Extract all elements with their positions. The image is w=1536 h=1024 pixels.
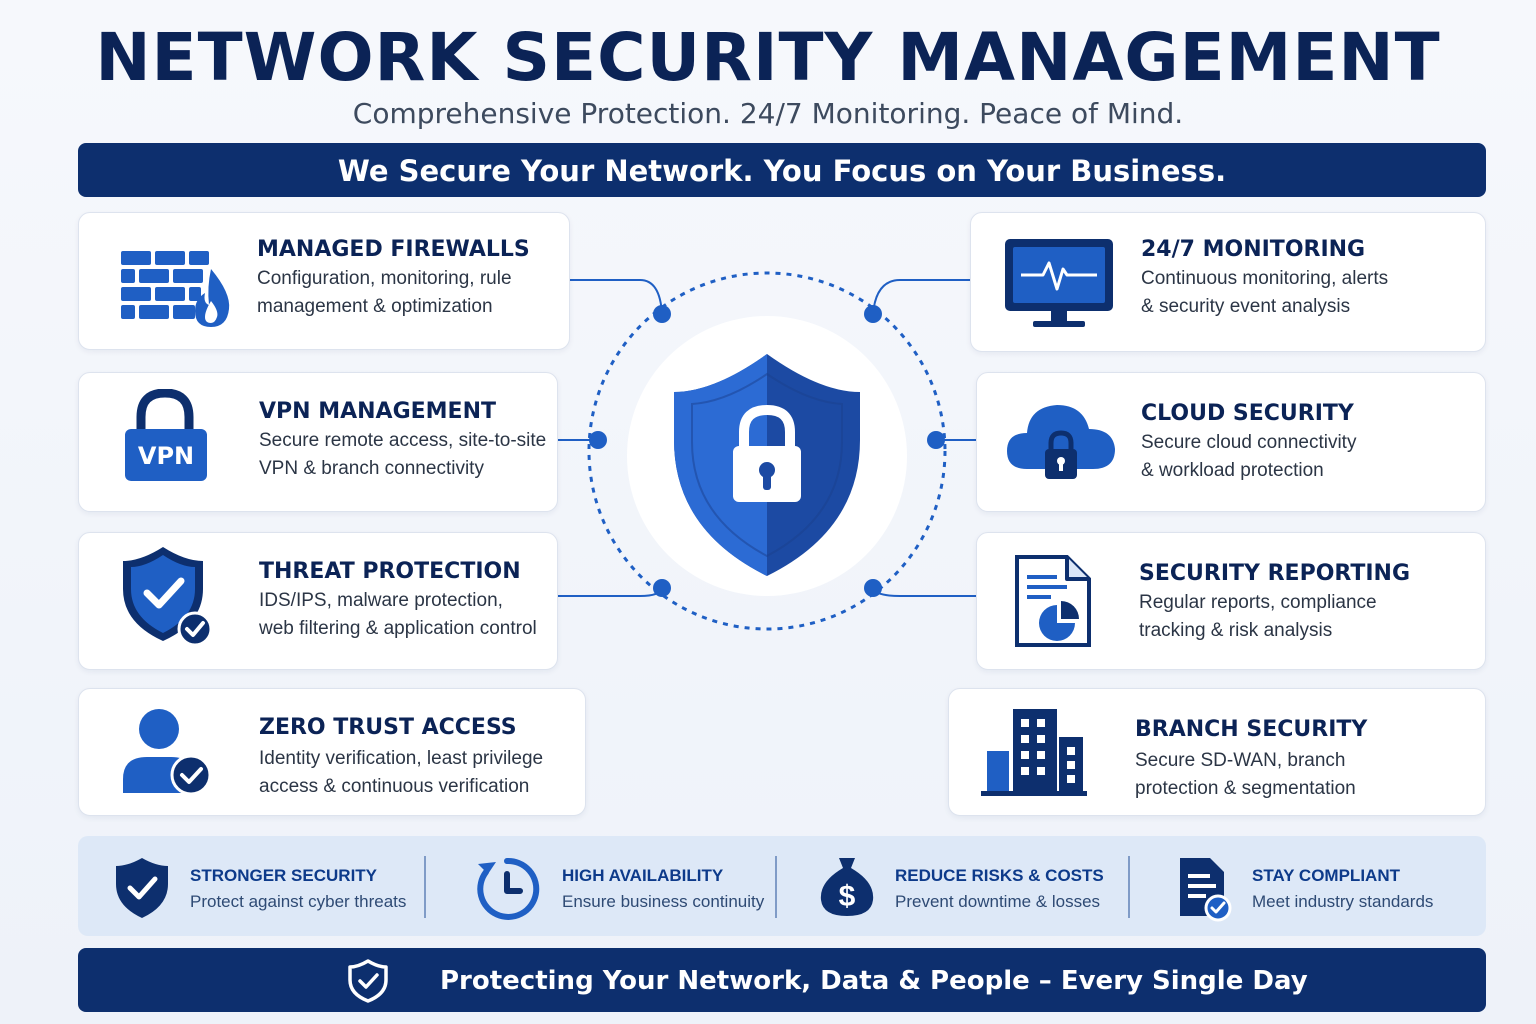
reporting-desc-1: Regular reports, compliance [1139,592,1377,613]
card-cloud-security: CLOUD SECURITY Secure cloud connectivity… [976,372,1486,512]
card-threat-protection: THREAT PROTECTION IDS/IPS, malware prote… [78,532,558,670]
monitoring-desc-1: Continuous monitoring, alerts [1141,268,1389,289]
threat-title: THREAT PROTECTION [259,559,521,584]
shield-check-icon [123,547,213,647]
benefit-title: HIGH AVAILABILITY [562,866,724,885]
monitor-heartbeat-icon [1005,239,1113,327]
zerotrust-title: ZERO TRUST ACCESS [259,715,517,740]
vpn-desc-1: Secure remote access, site-to-site [259,430,547,451]
cloud-lock-icon [1007,405,1115,479]
threat-desc-2: web filtering & application control [259,618,537,639]
card-vpn-management: VPN VPN MANAGEMENT Secure remote access,… [78,372,558,512]
benefit-title: STRONGER SECURITY [190,866,378,885]
benefit-divider [775,856,777,918]
card-zero-trust-access: ZERO TRUST ACCESS Identity verification,… [78,688,586,816]
benefit-desc: Protect against cyber threats [190,892,407,911]
firewalls-title: MANAGED FIREWALLS [257,237,530,262]
firewall-icon [121,251,230,327]
benefit-reduce-risks: $ REDUCE RISKS & COSTS Prevent downtime … [777,836,1127,936]
benefit-title: STAY COMPLIANT [1252,866,1400,885]
firewalls-desc-1: Configuration, monitoring, rule [257,268,512,289]
benefit-divider [424,856,426,918]
clock-refresh-icon [477,857,540,920]
shield-check-icon [116,858,168,918]
building-icon [981,709,1087,796]
benefit-stay-compliant: STAY COMPLIANT Meet industry standards [1130,836,1486,936]
vpn-lock-icon [125,389,207,481]
vpn-desc-2: VPN & branch connectivity [259,458,484,479]
card-managed-firewalls: MANAGED FIREWALLS Configuration, monitor… [78,212,570,350]
cloud-desc-2: & workload protection [1141,460,1324,481]
card-security-reporting: SECURITY REPORTING Regular reports, comp… [976,532,1486,670]
branch-title: BRANCH SECURITY [1135,717,1368,742]
reporting-title: SECURITY REPORTING [1139,561,1411,586]
monitoring-title: 24/7 MONITORING [1141,237,1366,262]
dashed-ring [587,271,947,631]
benefit-desc: Meet industry standards [1252,892,1434,911]
branch-desc-2: protection & segmentation [1135,778,1356,799]
benefit-desc: Prevent downtime & losses [895,892,1101,911]
benefits-strip: STRONGER SECURITY Protect against cyber … [78,836,1486,936]
page-subtitle: Comprehensive Protection. 24/7 Monitorin… [352,97,1184,130]
footer-banner: Protecting Your Network, Data & People –… [78,948,1486,1012]
branch-desc-1: Secure SD-WAN, branch [1135,750,1346,771]
reporting-desc-2: tracking & risk analysis [1139,620,1333,641]
monitoring-desc-2: & security event analysis [1141,296,1351,317]
shield-check-icon [348,959,388,1003]
user-check-icon [123,709,212,796]
threat-desc-1: IDS/IPS, malware protection, [259,590,503,611]
money-bag-icon [820,858,874,916]
card-247-monitoring: 24/7 MONITORING Continuous monitoring, a… [970,212,1486,352]
benefit-title: REDUCE RISKS & COSTS [895,866,1104,885]
vpn-badge-label: VPN [137,442,195,470]
tagline-banner: We Secure Your Network. You Focus on You… [78,143,1486,197]
footer-text: Protecting Your Network, Data & People –… [440,966,1308,996]
cloud-title: CLOUD SECURITY [1141,401,1354,426]
benefit-stronger-security: STRONGER SECURITY Protect against cyber … [78,836,424,936]
report-document-icon [1015,555,1091,647]
page-title: NETWORK SECURITY MANAGEMENT [95,19,1441,96]
card-branch-security: BRANCH SECURITY Secure SD-WAN, branch pr… [948,688,1486,816]
vpn-title: VPN MANAGEMENT [259,399,497,424]
benefit-high-availability: HIGH AVAILABILITY Ensure business contin… [426,836,776,936]
compliance-document-icon [1180,858,1232,922]
benefit-desc: Ensure business continuity [562,892,765,911]
benefit-divider [1128,856,1130,918]
firewalls-desc-2: management & optimization [257,296,493,317]
zerotrust-desc-2: access & continuous verification [259,776,530,797]
cloud-desc-1: Secure cloud connectivity [1141,432,1357,453]
dollar-symbol: $ [838,880,856,913]
zerotrust-desc-1: Identity verification, least privilege [259,748,544,769]
shield-lock-icon [674,354,860,576]
